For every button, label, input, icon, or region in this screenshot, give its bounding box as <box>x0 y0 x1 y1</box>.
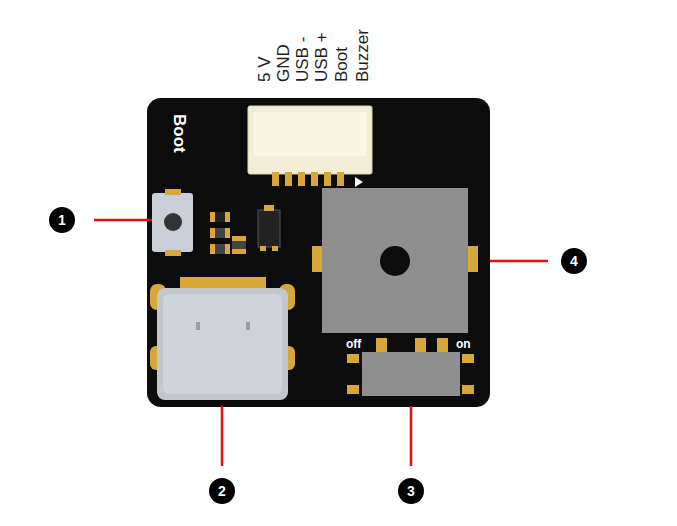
leader-lines <box>94 220 548 466</box>
switch-label: on <box>456 338 471 351</box>
callout-discs <box>49 207 587 504</box>
callout-number: 4 <box>562 249 586 273</box>
connector <box>248 106 372 174</box>
pin1-marker <box>355 177 363 187</box>
callout-number: 1 <box>50 208 74 232</box>
pin-label: Buzzer <box>354 29 372 82</box>
button-cap <box>164 213 182 231</box>
pin-label: USB + <box>313 32 331 82</box>
pin-label: Boot <box>333 47 351 82</box>
button-body <box>152 193 193 252</box>
pin-label: USB - <box>294 37 312 82</box>
callout-number: 2 <box>210 479 234 503</box>
switch-label: off <box>346 338 361 351</box>
silkscreen-label: Boot <box>169 114 189 153</box>
connector-inner <box>254 112 366 156</box>
callout-number: 3 <box>399 479 423 503</box>
button-pads <box>165 189 181 256</box>
pcb <box>147 98 490 407</box>
buzzer <box>312 188 478 333</box>
smd-parts <box>210 205 280 254</box>
pin-label: 5 V <box>256 56 274 82</box>
connector-pins <box>272 172 344 186</box>
usb-c-port <box>150 277 295 400</box>
slide-switch <box>347 338 474 396</box>
pin-label: GND <box>275 44 293 82</box>
